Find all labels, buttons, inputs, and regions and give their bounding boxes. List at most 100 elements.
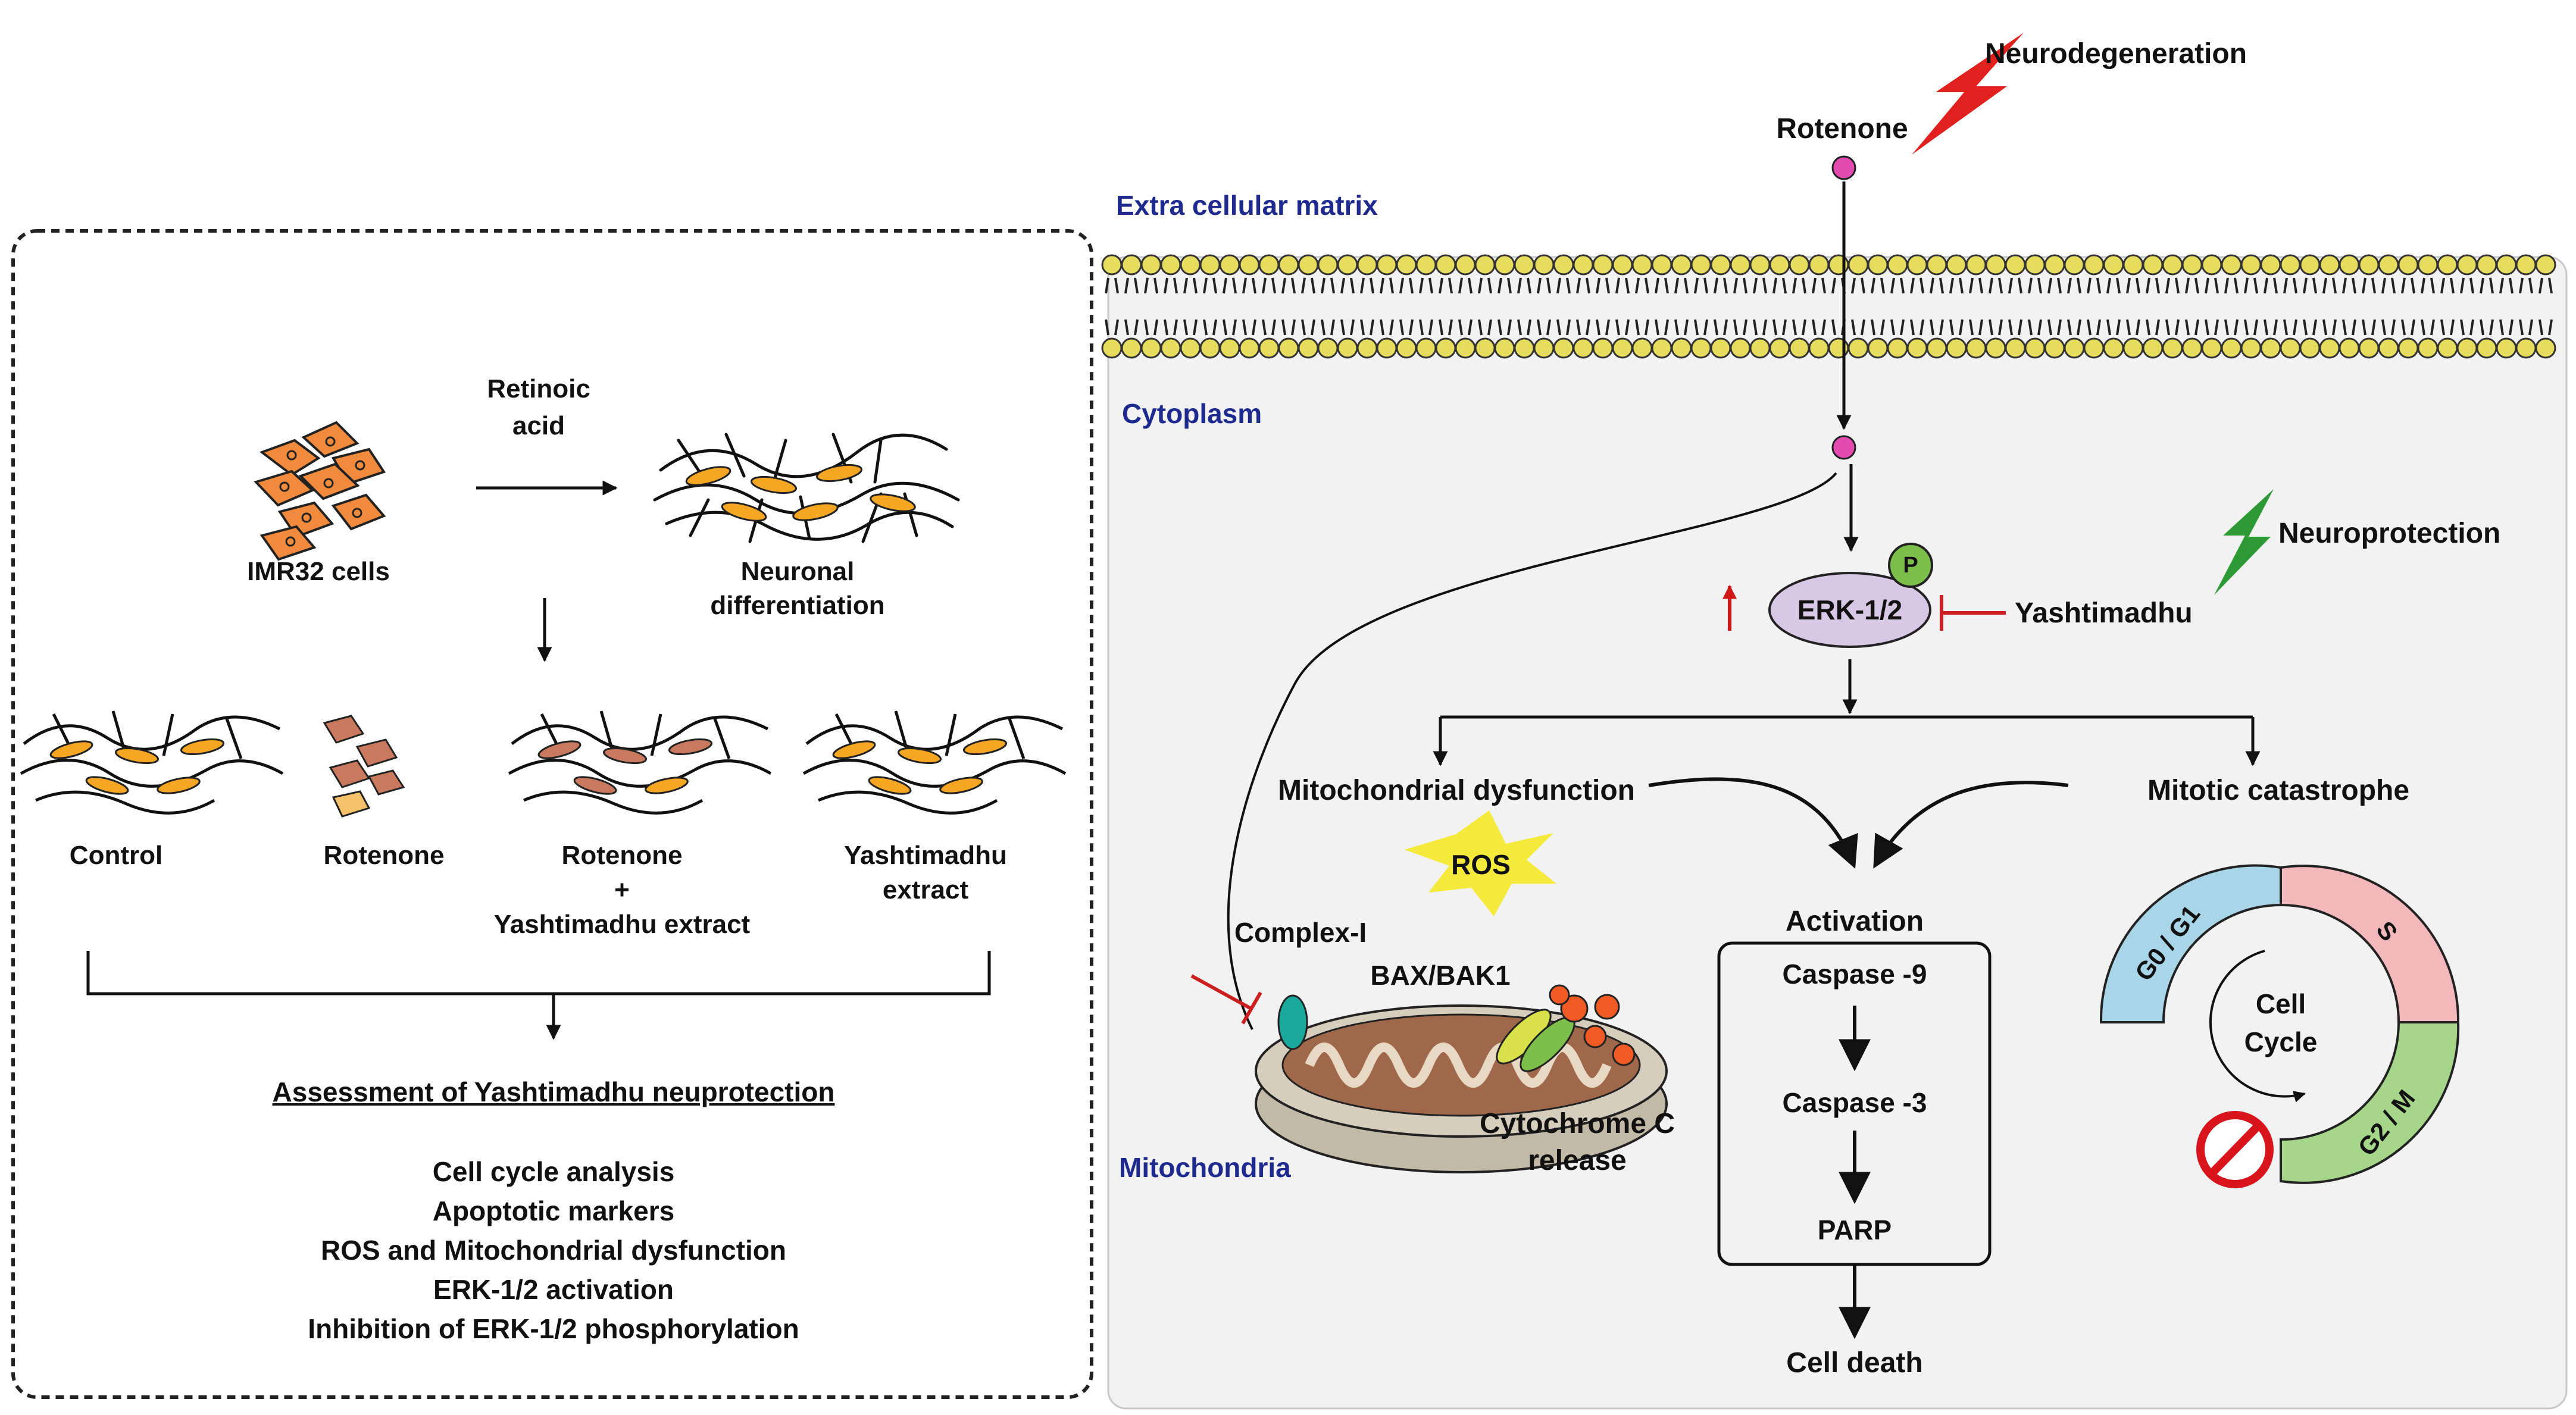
lipid-head [2417, 337, 2439, 359]
lipid-tail [1772, 277, 1787, 294]
lipid-head [1651, 337, 1672, 359]
lipid-tail [1537, 277, 1551, 294]
lipid-head [1867, 337, 1889, 359]
assessment-item-4: ERK-1/2 activation [433, 1274, 674, 1305]
lipid-head [1926, 337, 1947, 359]
lipid-head [1121, 254, 1142, 276]
cell-cycle-label-line1: Cell [2255, 988, 2306, 1019]
lipid-head [2083, 337, 2105, 359]
lipid-tail [2539, 277, 2553, 294]
neurodegeneration-label: Neurodegeneration [1985, 38, 2247, 70]
lipid-tail [1399, 319, 1414, 336]
erk-ellipse [1768, 572, 1931, 648]
lipid-tail [2499, 277, 2514, 294]
lipid-tail [1144, 319, 1158, 336]
lipid-tail [1498, 277, 1512, 294]
lipid-head [2103, 254, 2124, 276]
lipid-head [2378, 254, 2399, 276]
complex-inhibit-bar [1241, 991, 1262, 1025]
lipid-tail [2381, 277, 2396, 294]
lipid-tail [1871, 277, 1885, 294]
lipid-head [2181, 254, 2203, 276]
lipid-tail [2028, 319, 2042, 336]
lipid-head [1553, 254, 1574, 276]
lipid-tail [2047, 319, 2062, 336]
lipid-head [2280, 254, 2301, 276]
lipid-head [1553, 337, 1574, 359]
lipid-head [1789, 254, 1810, 276]
lipid-tail [2008, 319, 2022, 336]
lipid-tail [2421, 319, 2435, 336]
lipid-tail [1301, 319, 1315, 336]
complex1-label: Complex-I [1234, 917, 1367, 948]
lipid-head [1180, 337, 1201, 359]
lipid-head [1455, 254, 1476, 276]
lipid-head [2437, 337, 2458, 359]
lipid-tail [2008, 277, 2022, 294]
lipid-tail [2381, 319, 2396, 336]
lipid-tail [1498, 319, 1512, 336]
imr32-label: IMR32 cells [247, 557, 390, 586]
assessment-title: Assessment of Yashtimadhu neuprotection [272, 1076, 835, 1107]
lipid-tail [1321, 319, 1335, 336]
lipid-tail [1714, 319, 1728, 336]
lipid-tail [1183, 319, 1198, 336]
lipid-tail [1596, 319, 1610, 336]
extracellular-area [1108, 179, 2566, 250]
group-rotenone-label: Rotenone [323, 841, 445, 870]
lipid-tail [1792, 277, 1806, 294]
lipid-tail [2146, 277, 2160, 294]
lipid-head [2476, 254, 2497, 276]
lipid-tail [2322, 277, 2337, 294]
lipid-head [2515, 337, 2537, 359]
lipid-head [1926, 254, 1947, 276]
lipid-tail [1556, 277, 1571, 294]
lipid-head [2535, 337, 2556, 359]
lipid-head [1730, 254, 1751, 276]
mito-to-activation-arrow [1648, 777, 1858, 869]
lipid-head [1101, 254, 1123, 276]
lipid-head [1298, 337, 1319, 359]
rotenone-to-complex-curve [1227, 472, 1837, 1030]
lipid-tail [1949, 277, 1964, 294]
lipid-tail [2165, 277, 2180, 294]
lipid-head [1474, 254, 1496, 276]
lipid-tail [2224, 277, 2239, 294]
lipid-head [1985, 337, 2006, 359]
lipid-head [2496, 254, 2517, 276]
lipid-head [1710, 337, 1731, 359]
lipid-head [2476, 337, 2497, 359]
lipid-head [2397, 337, 2419, 359]
lipid-tail [2165, 319, 2180, 336]
lipid-tail [1733, 277, 1747, 294]
lipid-head [1160, 254, 1181, 276]
lipid-tail [1655, 277, 1669, 294]
lipid-head [1258, 337, 1280, 359]
lipid-tail [1439, 277, 1453, 294]
cell-cycle-label-line2: Cycle [2244, 1026, 2318, 1057]
lipid-head [2044, 337, 2065, 359]
neurodegeneration-lightning-icon [1912, 33, 2024, 155]
phase-g0g1-segment [2099, 864, 2282, 1023]
lipid-tail [1458, 277, 1473, 294]
neuroprotection-label: Neuroprotection [2278, 518, 2501, 549]
group-yashtimadhu-line1: Yashtimadhu [844, 841, 1007, 870]
lipid-head [1160, 337, 1181, 359]
lipid-tail [1655, 319, 1669, 336]
lipid-tail [2440, 319, 2455, 336]
lipid-tail [1635, 277, 1649, 294]
lipid-tail [2146, 319, 2160, 336]
lipid-tail [1301, 277, 1315, 294]
lipid-tail [1890, 277, 1905, 294]
lipid-tail [2126, 319, 2140, 336]
lipid-head [1671, 337, 1692, 359]
yashtimadhu-network-icon [802, 710, 1067, 815]
lipid-head [1474, 337, 1496, 359]
lipid-tail [1517, 277, 1531, 294]
lipid-tail [1930, 277, 1944, 294]
lipid-head [1494, 337, 1515, 359]
lipid-tail [1419, 319, 1433, 336]
neuronal-network-icon [653, 433, 960, 543]
lipid-tail [2401, 319, 2415, 336]
lipid-head [2260, 337, 2281, 359]
